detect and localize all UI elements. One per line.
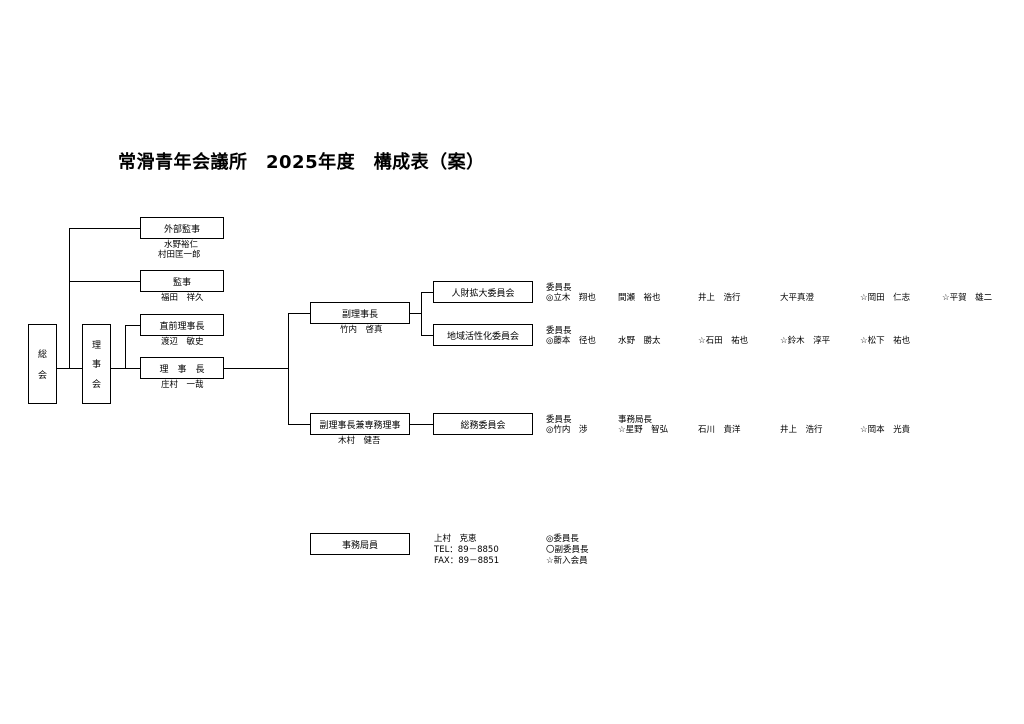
- connector: [421, 292, 422, 335]
- member: ☆鈴木 淳平: [780, 336, 831, 346]
- committee-role: 委員長: [546, 326, 572, 336]
- connector: [288, 313, 310, 314]
- secretariat-info: FAX：89－8851: [434, 556, 500, 566]
- member: 大平真澄: [780, 293, 815, 303]
- external-auditor-name: 水野裕仁: [164, 240, 199, 250]
- committee-role: 委員長: [546, 283, 572, 293]
- member: ☆星野 智弘: [618, 425, 669, 435]
- connector: [288, 313, 289, 425]
- board-char: 理: [91, 341, 101, 352]
- committee-box: 地域活性化委員会: [433, 324, 533, 346]
- connector: [57, 368, 82, 369]
- member: ☆岡本 光貴: [860, 425, 911, 435]
- past-president-box: 直前理事長: [140, 314, 224, 336]
- president-box: 理 事 長: [140, 357, 224, 379]
- general-assembly-char: 総: [37, 350, 47, 360]
- secretariat-info: TEL：89－8850: [434, 545, 499, 555]
- connector: [288, 424, 310, 425]
- committee-role: 委員長: [546, 415, 572, 425]
- committee-box: 総務委員会: [433, 413, 533, 435]
- general-assembly-box: 総 会: [28, 324, 57, 404]
- auditor-box: 監事: [140, 270, 224, 292]
- external-auditor-box: 外部監事: [140, 217, 224, 239]
- president-name: 庄村 一哉: [161, 380, 204, 390]
- general-assembly-char: 会: [37, 371, 47, 381]
- committee-role: 事務局長: [618, 415, 653, 425]
- connector: [69, 281, 140, 282]
- board-char: 会: [91, 379, 101, 390]
- board-char: 事: [91, 360, 101, 371]
- secretariat-info: 上村 克恵: [434, 534, 477, 544]
- vp-exec-box: 副理事長兼専務理事: [310, 413, 410, 435]
- vice-president-box: 副理事長: [310, 302, 410, 324]
- member: 井上 浩行: [780, 425, 823, 435]
- connector: [125, 325, 126, 368]
- connector: [421, 292, 433, 293]
- external-auditor-name: 村田匡一郎: [158, 250, 201, 260]
- connector: [125, 325, 140, 326]
- member: ◎藤本 径也: [546, 336, 596, 346]
- connector: [410, 313, 422, 314]
- committee-box: 人財拡大委員会: [433, 281, 533, 303]
- member: 井上 浩行: [698, 293, 741, 303]
- member: ☆石田 祐也: [698, 336, 749, 346]
- member: ◎竹内 渉: [546, 425, 588, 435]
- vp-exec-name: 木村 健吾: [338, 436, 381, 446]
- legend-item: 〇副委員長: [546, 545, 589, 555]
- board-box: 理 事 会: [82, 324, 111, 404]
- member: ☆岡田 仁志: [860, 293, 911, 303]
- connector: [111, 368, 140, 369]
- secretariat-box: 事務局員: [310, 533, 410, 555]
- connector: [421, 335, 433, 336]
- member: 水野 勝太: [618, 336, 661, 346]
- vice-president-name: 竹内 啓真: [340, 325, 383, 335]
- member: ☆松下 祐也: [860, 336, 911, 346]
- legend-item: ☆新入会員: [546, 556, 588, 566]
- legend-item: ◎委員長: [546, 534, 579, 544]
- page-title: 常滑青年会議所 2025年度 構成表（案）: [118, 152, 485, 173]
- connector: [69, 228, 140, 229]
- connector: [410, 424, 433, 425]
- auditor-name: 福田 祥久: [161, 293, 204, 303]
- connector: [224, 368, 288, 369]
- past-president-name: 渡辺 敏史: [161, 337, 204, 347]
- member: ◎立木 翔也: [546, 293, 596, 303]
- connector: [69, 228, 70, 368]
- member: ☆平賀 雄二: [942, 293, 993, 303]
- member: 間瀬 裕也: [618, 293, 661, 303]
- member: 石川 貴洋: [698, 425, 741, 435]
